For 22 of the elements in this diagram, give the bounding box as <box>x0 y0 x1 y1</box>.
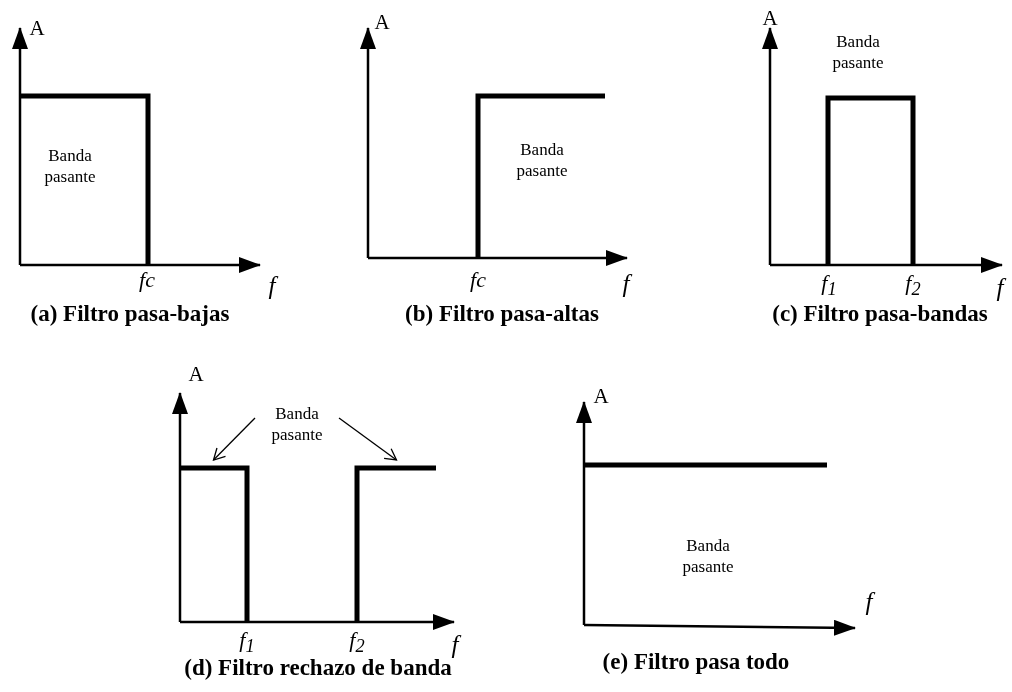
response-curve <box>180 465 250 622</box>
band-label: Banda pasante <box>831 30 885 74</box>
panel-caption: (e) Filtro pasa todo <box>602 647 790 676</box>
panel-caption: (a) Filtro pasa-bajas <box>30 299 230 328</box>
axis-label: A <box>762 4 778 32</box>
tick-label: fc <box>139 266 155 294</box>
response-curve <box>354 465 436 622</box>
axis-label: A <box>374 8 390 36</box>
tick-label: f$_{2}$ <box>905 268 921 302</box>
band-label: Banda pasante <box>43 144 97 188</box>
axis-label: A <box>593 382 609 410</box>
tick-label: fc <box>470 266 486 294</box>
panel-caption: (b) Filtro pasa-altas <box>405 299 599 328</box>
band-label: Banda pasante <box>515 138 569 182</box>
leader-line <box>212 417 256 461</box>
band-label: Banda pasante <box>681 534 735 578</box>
panel-caption: (c) Filtro pasa-bandas <box>772 299 988 328</box>
tick-label: f$_{1}$ <box>821 268 837 302</box>
leader-line <box>338 417 398 461</box>
axis-label: A <box>29 14 45 42</box>
axis-label: A <box>188 360 204 388</box>
band-label: Banda pasante <box>257 402 337 446</box>
